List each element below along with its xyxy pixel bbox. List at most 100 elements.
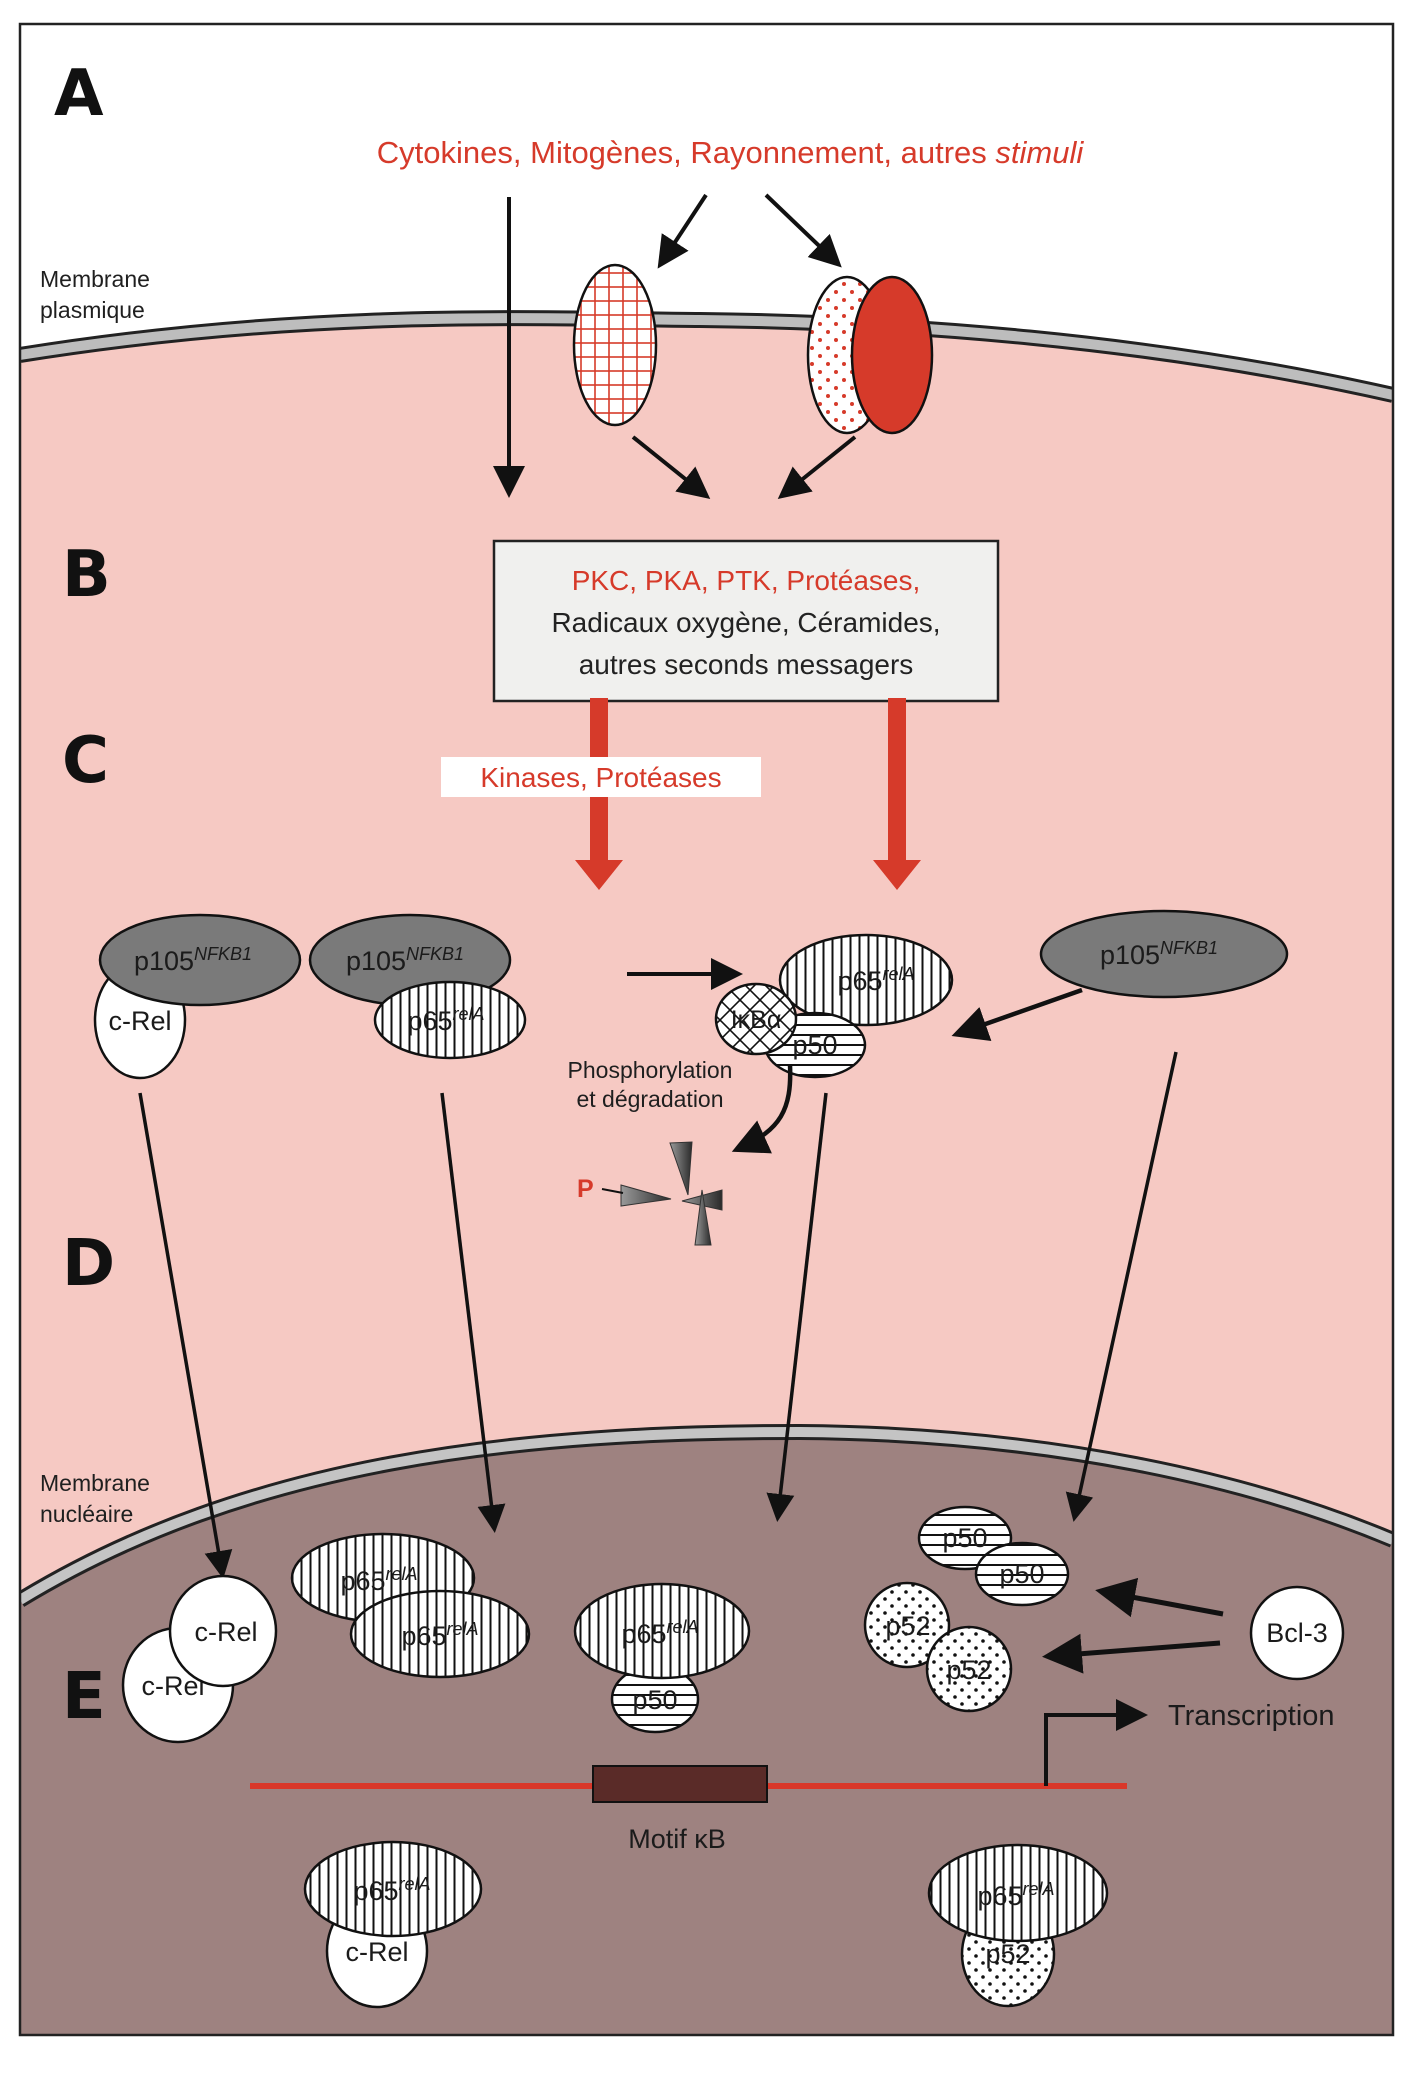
p65-name: p65 [353,1876,398,1906]
fragment-bottom [694,1189,712,1246]
p65-protein [927,1843,1109,1943]
section-letter-a: A [54,57,104,131]
p105-name: p105 [346,946,406,976]
arrow-p65-to-nucleus [440,1092,506,1533]
section-letter-b: B [62,538,111,612]
arrow-receptor2-to-messengers [777,435,857,500]
p65-label: p65relA [407,1004,484,1036]
fragment-top [669,1141,693,1196]
p52-protein [925,1625,1013,1713]
dimer-p52-p52: p52 p52 [863,1581,1013,1713]
messengers-line-2: Radicaux oxygène, Céramides, [551,607,940,638]
arrow-p65p50-to-nucleus [766,1092,828,1522]
phosphate-label: P [577,1175,594,1203]
phosphate-link [601,1188,624,1194]
transcription-arrow [1044,1699,1148,1786]
dimer-p50-p50: p50 p50 [917,1505,1070,1607]
dimer-p65-p52: p52 p65relA [927,1843,1109,2008]
p65-label: p65relA [837,964,914,996]
p105-protein [1039,909,1289,999]
p65-protein [573,1582,751,1680]
p65-name: p65 [407,1006,452,1036]
p65-gene: relA [453,1004,485,1024]
p65-gene: relA [667,1617,699,1637]
stimuli-text: Cytokines, Mitogènes, Rayonnement, autre… [377,135,996,170]
p65-gene: relA [399,1874,431,1894]
crel-label: c-Rel [108,1006,171,1036]
p105-gene: NFKB1 [1160,938,1218,958]
p65-gene: relA [1023,1879,1055,1899]
p65-name: p65 [621,1619,666,1649]
bcl3-group: Bcl-3 [1042,1577,1345,1681]
p65-protein [303,1840,483,1938]
dna-strand: Motif κB [250,1765,1127,1854]
p105-label: p105NFKB1 [134,944,252,976]
degradation-arrow [731,1064,793,1154]
nuclear-membrane-label-2: nucléaire [40,1501,133,1527]
p105-name: p105 [134,946,194,976]
figure-frame [18,22,1395,2037]
p65-gene: relA [447,1619,479,1639]
kb-motif-box [592,1765,768,1803]
arrow-bcl3-to-p50 [1095,1577,1224,1618]
stimuli-arrows [493,193,857,500]
red-arrow-right-shaft [888,698,906,868]
p65-label: p65relA [401,1619,478,1651]
p65-label: p65relA [621,1617,698,1649]
receptor-solid-red [850,275,934,435]
arrow-to-receptor-1 [657,193,708,269]
kinases-label-bg [441,757,761,797]
complex-p65-ikba-p50: p65relA p50 IκBα [714,933,954,1079]
arrow-to-receptor-2 [764,193,842,268]
p52-label: p52 [985,1939,1030,1969]
phosphorylation-label-1: Phosphorylation [568,1057,733,1083]
plasma-membrane-label-1: Membrane [40,266,150,292]
p65-protein [349,1589,531,1679]
stimuli-italic: stimuli [995,135,1084,170]
fragment-left [620,1184,672,1207]
p65-protein [778,933,954,1027]
nuclear-membrane-label-1: Membrane [40,1470,150,1496]
dimer-p65-p65: p65relA p65relA [290,1532,531,1679]
dimer-crel-crel: c-Rel c-Rel [121,1574,278,1744]
degradation-fragments [620,1141,723,1246]
bcl3-label: Bcl-3 [1266,1618,1328,1648]
section-letter-c: C [62,724,109,798]
p65-gene: relA [883,964,915,984]
transcription-start: Transcription [1044,1699,1335,1786]
section-letter-d: D [62,1227,115,1301]
bcl3-protein [1249,1585,1345,1681]
p65-gene: relA [386,1564,418,1584]
p52-label: p52 [946,1655,991,1685]
p105-name: p105 [1100,940,1160,970]
arrow-p105-to-p50 [951,987,1083,1042]
dimer-p65-p50-bound: p50 p65relA [573,1582,751,1734]
second-messengers-box: PKC, PKA, PTK, Protéases, Radicaux oxygè… [492,539,1000,703]
red-arrow-right-head [873,860,921,890]
kb-motif-label: Motif κB [628,1824,726,1854]
p50-label: p50 [632,1685,677,1715]
plasma-membrane-fill [20,313,1393,400]
p65-name: p65 [977,1881,1022,1911]
arrow-p50-to-nucleus [1065,1051,1178,1522]
p105-label: p105NFKB1 [1100,938,1218,970]
complex-p105-crel: c-Rel p105NFKB1 [93,913,302,1080]
p65-name: p65 [401,1621,446,1651]
p50-protein [974,1541,1070,1607]
p50-label: p50 [999,1559,1044,1589]
crel-protein [168,1574,278,1688]
p105-label: p105NFKB1 [346,944,464,976]
p105-protein [98,913,302,1007]
p65-protein [373,980,527,1060]
p52-protein [863,1581,951,1669]
p65-label: p65relA [340,1564,417,1596]
p105-gene: NFKB1 [194,944,252,964]
plasma-membrane-label-2: plasmique [40,297,145,323]
ikba-protein [714,982,798,1056]
p52-label: p52 [885,1611,930,1641]
crel-label: c-Rel [345,1937,408,1967]
p65-name: p65 [837,966,882,996]
p65-name: p65 [340,1566,385,1596]
crel-label: c-Rel [194,1617,257,1647]
